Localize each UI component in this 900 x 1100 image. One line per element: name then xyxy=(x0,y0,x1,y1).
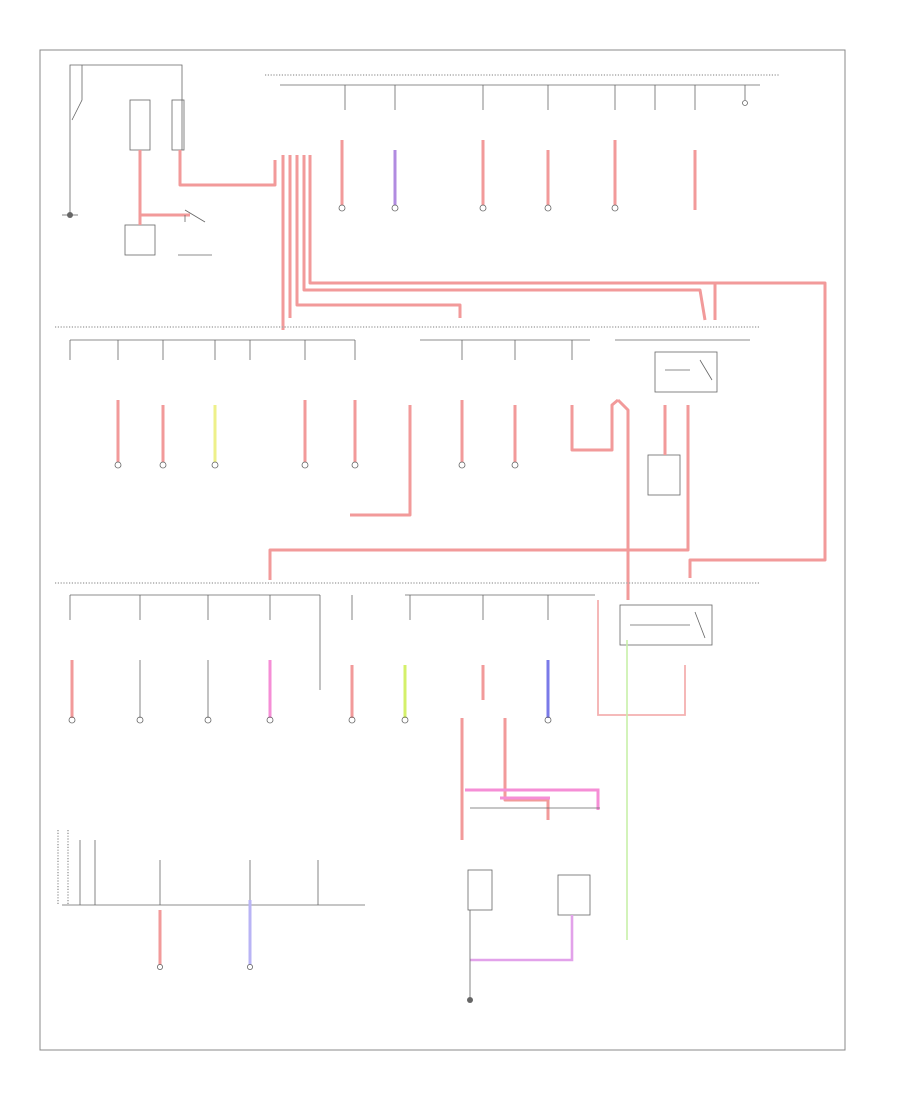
top-bus-section xyxy=(265,74,780,212)
battery-section xyxy=(62,64,277,256)
middle-bus-section xyxy=(55,326,760,600)
diagram-frame xyxy=(39,49,846,1051)
bottom-bus-section xyxy=(57,830,365,971)
lower-bus-section xyxy=(55,582,760,1003)
main-power-feeds xyxy=(281,155,827,578)
